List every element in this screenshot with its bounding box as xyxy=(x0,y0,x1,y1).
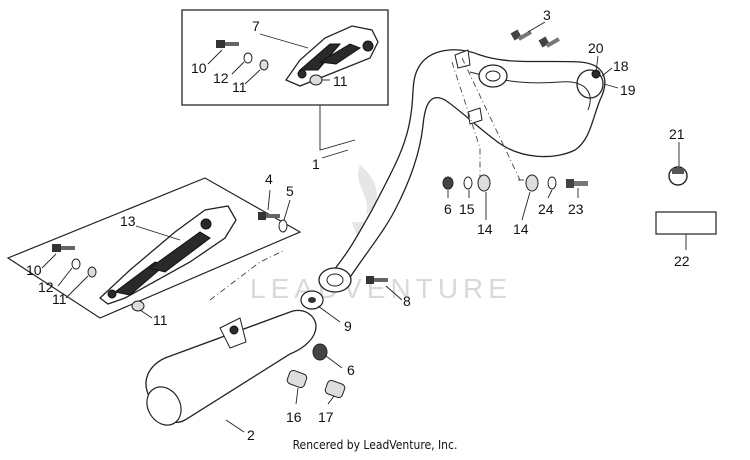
gasket xyxy=(300,290,324,310)
part-label-14b: 14 xyxy=(513,221,529,237)
washer xyxy=(243,52,253,64)
part-label-12b: 12 xyxy=(38,279,54,295)
part-label-6b: 6 xyxy=(347,362,355,378)
watermark-text: LEADVENTURE xyxy=(250,273,512,304)
bolt xyxy=(258,212,280,220)
part-label-2: 2 xyxy=(247,427,255,443)
part-label-10a: 10 xyxy=(191,60,207,76)
part-label-22: 22 xyxy=(674,253,690,269)
part-label-9: 9 xyxy=(344,318,352,334)
bolt xyxy=(52,244,75,252)
muffler xyxy=(145,309,317,426)
part-label-12a: 12 xyxy=(213,70,229,86)
part-label-1: 1 xyxy=(312,156,320,172)
part-label-20: 20 xyxy=(588,40,604,56)
part-label-23: 23 xyxy=(568,201,584,217)
nut xyxy=(312,343,328,361)
part-label-11a: 11 xyxy=(232,79,247,95)
hardware-right xyxy=(442,21,619,221)
pipe-clamp xyxy=(576,69,604,99)
part-label-19: 19 xyxy=(620,82,636,98)
upper-heat-shield-inset xyxy=(181,9,389,106)
bolt xyxy=(510,29,560,48)
decal-label xyxy=(655,211,717,235)
bolt xyxy=(366,276,388,284)
bolt xyxy=(216,40,239,48)
part-label-10b: 10 xyxy=(26,262,42,278)
part-label-17: 17 xyxy=(318,409,334,425)
spacer xyxy=(286,369,346,399)
lower-heat-shield-inset xyxy=(6,177,302,319)
part-label-3: 3 xyxy=(543,7,551,23)
washer xyxy=(71,258,81,270)
part-label-7: 7 xyxy=(252,18,260,34)
part-label-8: 8 xyxy=(403,293,411,309)
grommet xyxy=(87,266,97,278)
washer xyxy=(278,219,288,233)
part-label-18: 18 xyxy=(613,58,629,74)
bolt xyxy=(566,179,588,188)
part-label-11b: 11 xyxy=(333,73,348,89)
grommet xyxy=(309,74,323,86)
part-label-16: 16 xyxy=(286,409,302,425)
grommet xyxy=(259,59,269,71)
part-label-5: 5 xyxy=(286,183,294,199)
footer-credit: Rencered by LeadVenture, Inc. xyxy=(292,438,458,452)
part-label-13: 13 xyxy=(120,213,136,229)
hose-clamp xyxy=(668,166,688,186)
part-label-6a: 6 xyxy=(444,201,452,217)
part-label-21: 21 xyxy=(669,126,685,142)
part-label-14a: 14 xyxy=(477,221,493,237)
part-label-11d: 11 xyxy=(153,312,168,328)
part-label-4: 4 xyxy=(265,171,273,187)
part-label-15: 15 xyxy=(459,201,475,217)
grommet xyxy=(131,300,145,312)
part-label-11c: 11 xyxy=(52,291,67,307)
part-label-24: 24 xyxy=(538,201,554,217)
